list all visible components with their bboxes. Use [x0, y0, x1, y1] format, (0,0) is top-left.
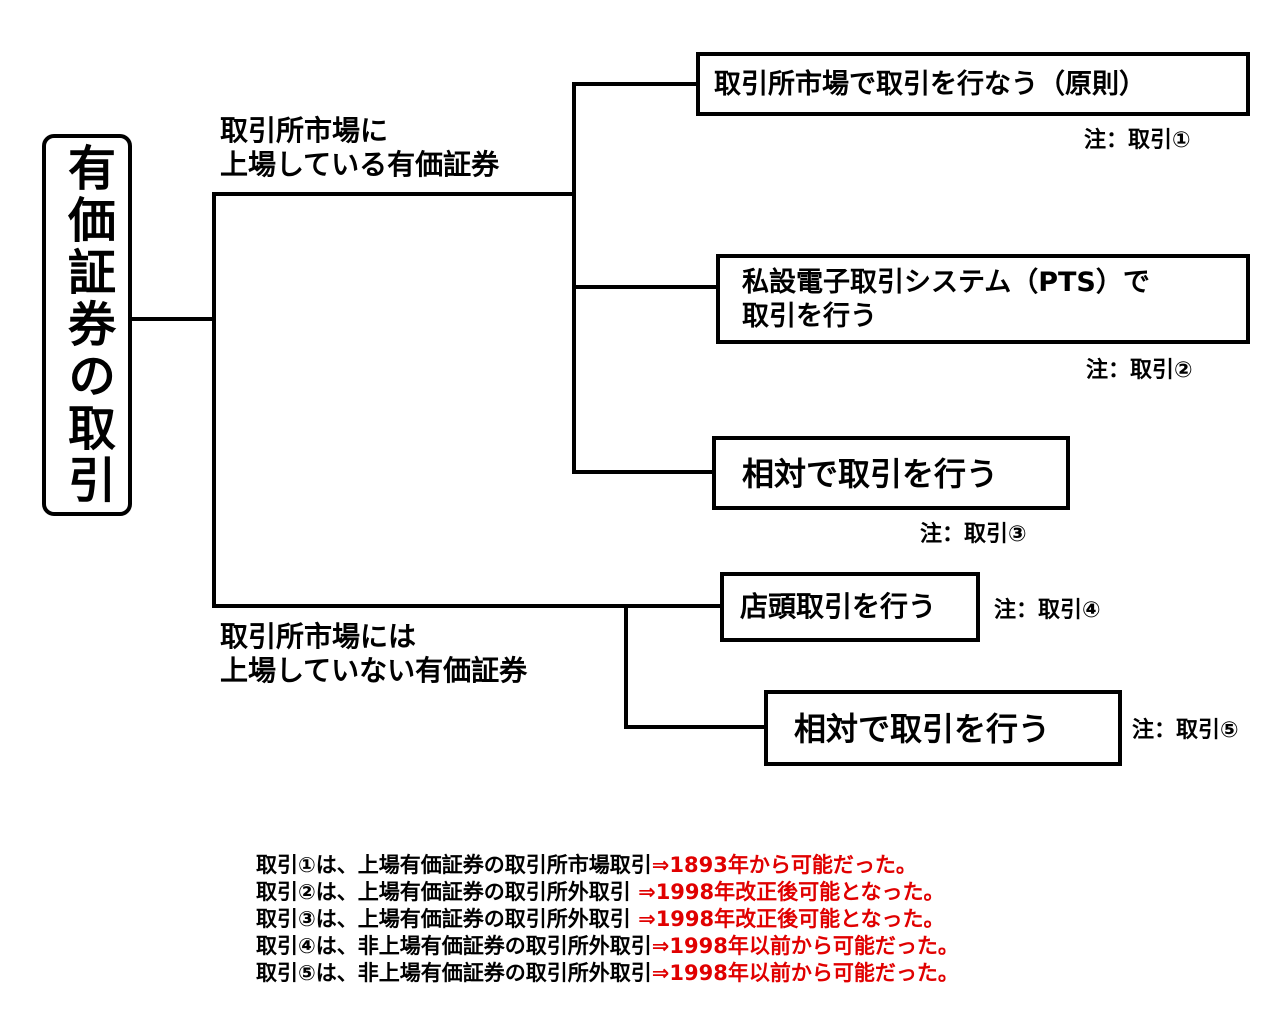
node-exchange-trading-label: 取引所市場で取引を行なう（原則）: [714, 69, 1146, 100]
legend-row-2-highlight: ⇒1998年改正後可能となった。: [638, 880, 945, 904]
node-pts-line1: 私設電子取引システム（PTS）で: [742, 267, 1150, 298]
branch-listed-line2: 上場している有価証券: [220, 148, 500, 181]
node-pts-line2: 取引を行う: [742, 301, 877, 332]
root-label: 有価証券の取引: [59, 143, 115, 507]
legend-row-5-highlight: ⇒1998年以前から可能だった。: [651, 961, 959, 985]
legend: 取引①は、上場有価証券の取引所市場取引⇒1893年から可能だった。 取引②は、上…: [256, 852, 959, 987]
branch-unlisted-line2: 上場していない有価証券: [220, 654, 528, 687]
connector-node-3: [572, 470, 714, 474]
legend-row-2-text: 取引②は、上場有価証券の取引所外取引: [256, 880, 639, 904]
legend-row-5-text: 取引⑤は、非上場有価証券の取引所外取引: [256, 961, 652, 985]
legend-row-1: 取引①は、上場有価証券の取引所市場取引⇒1893年から可能だった。: [256, 852, 959, 879]
legend-row-3-highlight: ⇒1998年改正後可能となった。: [638, 907, 945, 931]
node-over-the-counter: 店頭取引を行う: [720, 572, 980, 642]
note-3: 注：取引③: [920, 522, 1027, 547]
node-pts-trading: 私設電子取引システム（PTS）で 取引を行う: [716, 254, 1250, 344]
node-otc-bilateral-unlisted-label: 相対で取引を行う: [794, 710, 1051, 748]
connector-main-vertical: [212, 192, 216, 608]
note-4: 注：取引④: [994, 598, 1101, 623]
node-otc-bilateral-listed: 相対で取引を行う: [712, 436, 1070, 510]
node-otc-bilateral-unlisted: 相対で取引を行う: [764, 690, 1122, 766]
connector-listed: [212, 192, 576, 196]
branch-listed-label: 取引所市場に 上場している有価証券: [220, 114, 499, 182]
legend-row-4-highlight: ⇒1998年以前から可能だった。: [651, 934, 959, 958]
connector-listed-vertical: [572, 82, 576, 474]
connector-root: [132, 317, 216, 321]
connector-unlisted: [212, 604, 722, 608]
node-pts-trading-label: 私設電子取引システム（PTS）で 取引を行う: [742, 266, 1150, 334]
branch-unlisted-line1: 取引所市場には: [220, 620, 417, 653]
node-over-the-counter-label: 店頭取引を行う: [740, 590, 937, 623]
root-box: 有価証券の取引: [42, 134, 132, 516]
connector-unlisted-vertical: [624, 604, 628, 728]
legend-row-1-highlight: ⇒1893年から可能だった。: [651, 853, 917, 877]
note-5: 注：取引⑤: [1132, 718, 1239, 743]
legend-row-1-text: 取引①は、上場有価証券の取引所市場取引: [256, 853, 652, 877]
note-1: 注：取引①: [1084, 128, 1191, 153]
legend-row-2: 取引②は、上場有価証券の取引所外取引 ⇒1998年改正後可能となった。: [256, 879, 959, 906]
legend-row-3-text: 取引③は、上場有価証券の取引所外取引: [256, 907, 639, 931]
note-2: 注：取引②: [1086, 358, 1193, 383]
legend-row-4-text: 取引④は、非上場有価証券の取引所外取引: [256, 934, 652, 958]
connector-node-2: [572, 285, 718, 289]
node-otc-bilateral-listed-label: 相対で取引を行う: [742, 455, 999, 493]
connector-node-5: [624, 725, 766, 729]
node-exchange-trading: 取引所市場で取引を行なう（原則）: [696, 52, 1250, 116]
branch-listed-line1: 取引所市場に: [220, 114, 389, 147]
legend-row-3: 取引③は、上場有価証券の取引所外取引 ⇒1998年改正後可能となった。: [256, 906, 959, 933]
legend-row-4: 取引④は、非上場有価証券の取引所外取引⇒1998年以前から可能だった。: [256, 933, 959, 960]
connector-node-1: [572, 82, 698, 86]
legend-row-5: 取引⑤は、非上場有価証券の取引所外取引⇒1998年以前から可能だった。: [256, 960, 959, 987]
branch-unlisted-label: 取引所市場には 上場していない有価証券: [220, 620, 527, 688]
